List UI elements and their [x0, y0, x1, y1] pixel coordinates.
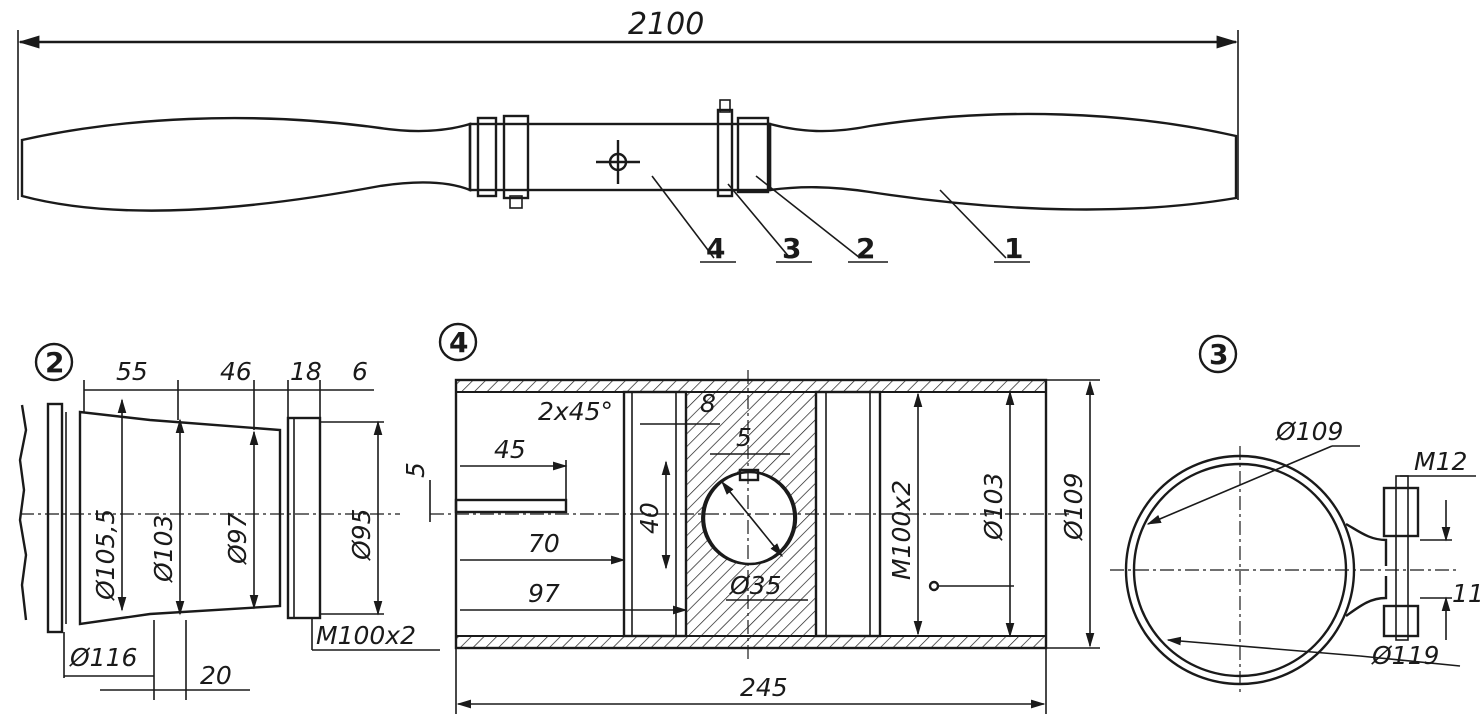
p4-dim-97: 97 [528, 579, 560, 608]
p4-dim-8: 8 [700, 389, 716, 418]
leader-4: 4 [706, 232, 725, 265]
leader-3: 3 [782, 232, 801, 265]
p2-dim-6: 6 [352, 357, 368, 386]
leader-2: 2 [856, 232, 875, 265]
p2-thread: M100x2 [316, 621, 416, 650]
ferrule-body [78, 410, 282, 626]
p2-dim-103: Ø103 [149, 515, 178, 583]
part-3-view: 3 Ø109 Ø119 M12 11 [1110, 334, 1484, 694]
center-sleeve [468, 122, 772, 192]
p4-dim-40: 40 [635, 502, 664, 534]
p3-outer: Ø119 [1371, 641, 1439, 670]
p3-bolt: M12 [1414, 447, 1467, 476]
p2-dim-46: 46 [220, 357, 252, 386]
p4-dim-103: Ø103 [979, 473, 1008, 541]
p2-dim-97: Ø97 [223, 512, 252, 565]
right-blade [768, 112, 1238, 211]
leader-1: 1 [1004, 232, 1023, 265]
p4-chamfer: 2x45° [538, 397, 613, 426]
bore-hole [702, 470, 798, 566]
p2-dim-18: 18 [290, 357, 322, 386]
part-4-number: 4 [449, 326, 468, 359]
p2-dim-95: Ø95 [347, 509, 376, 562]
part-2-badge [34, 342, 74, 382]
overall-length: 2100 [628, 7, 704, 42]
assembly-view: 2100 4 3 2 1 [17, 7, 1239, 265]
p2-dim-105-5: Ø105,5 [91, 509, 120, 601]
p4-dim-109: Ø109 [1059, 473, 1088, 541]
part-4-view: 4 2x45° 8 5 45 5 7 [401, 322, 1100, 714]
part-3-badge [1198, 334, 1238, 374]
part-2-view: 2 55 46 18 6 Ø105,5 Ø103 Ø97 Ø95 [18, 342, 440, 700]
part-4-badge [438, 322, 478, 362]
p2-dim-55: 55 [116, 357, 148, 386]
p3-inner: Ø109 [1275, 417, 1343, 446]
part-3-number: 3 [1209, 338, 1228, 371]
p4-dim-5-key: 5 [736, 423, 752, 452]
p4-length: 245 [740, 673, 788, 702]
p2-dim-116: Ø116 [69, 643, 137, 672]
p4-bore: Ø35 [729, 571, 782, 600]
p4-dim-5-hole: 5 [401, 462, 430, 478]
left-blade [20, 116, 472, 212]
p4-thread: M100x2 [887, 480, 916, 580]
p3-gap: 11 [1452, 579, 1484, 608]
part-2-number: 2 [45, 346, 64, 379]
p4-dim-45: 45 [494, 435, 526, 464]
p2-dim-20: 20 [200, 661, 232, 690]
p4-dim-70: 70 [528, 529, 560, 558]
